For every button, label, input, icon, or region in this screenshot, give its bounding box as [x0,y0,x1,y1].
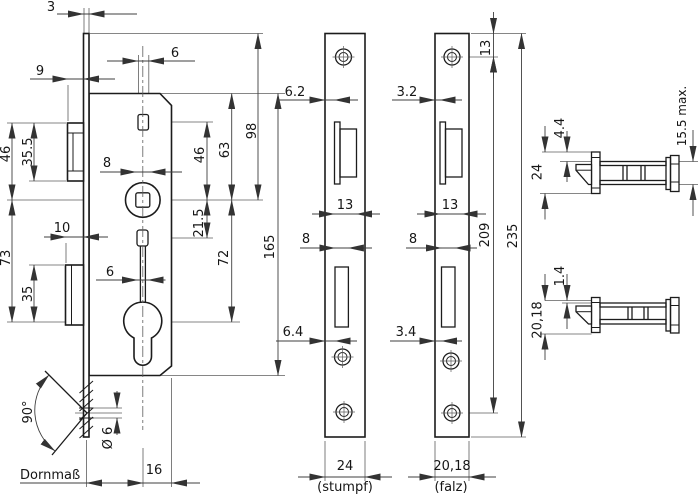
dim-plate-width: 24 [337,459,354,474]
screw-hole [331,346,354,368]
dim-edge-to-slot: 3.4 [396,325,417,340]
dim-hole-diameter: Ø 6 [101,427,116,450]
lever-swing [34,370,88,456]
faceplate-section [590,151,601,195]
dim-plate-length: 235 [506,224,521,249]
dim-lip: 1.4 [553,266,568,287]
latch-bolt-detail-bottom: 1.4 20,18 [531,266,680,360]
dim-height: 24 [531,164,546,181]
dim-latch-height: 35.5 [21,138,36,167]
latch-body [599,296,680,334]
latch-opening [333,121,358,185]
screw-hole [441,46,463,68]
dim-edge-to-latch: 6.2 [285,85,306,100]
screw-hole [441,402,463,424]
latch-bolt [66,122,85,182]
dim-latchhub-to-spindle: 46 [193,147,208,164]
latch-head [575,163,593,186]
falz-caption: (falz) [434,480,467,494]
dim-lip: 4.4 [553,118,568,139]
dim-edge-to-latch: 3.2 [397,85,418,100]
dim-case-height: 165 [263,235,278,260]
screw-hole [332,46,355,68]
dimension-lines [390,12,525,481]
dim-spindle-to-pin: 21.5 [192,209,207,238]
deadbolt [64,264,85,326]
dim-hole-spacing: 209 [478,223,493,248]
dim-latch-projection: 9 [36,64,44,79]
latch-head [575,305,593,325]
backset-label: Dornmaß [20,468,80,483]
faceplate [82,32,90,438]
latch-opening [439,121,463,185]
dim-deadbolt-height: 35 [21,286,36,303]
deadbolt-slot [440,266,456,328]
dim-slot-width: 8 [302,232,310,247]
strike-plate-stumpf-view: 6.2 13 8 6.4 24 (stumpf) [276,32,392,494]
dim-spindle-square: 8 [103,156,111,171]
dim-height: 20,18 [531,301,546,338]
reference-lines [540,151,698,194]
dim-platetop-to-spindle: 98 [245,123,260,140]
screw-hole [333,401,355,423]
dim-projection: 15.5 max. [675,86,689,147]
dim-spindle-to-cylinder: 73 [0,250,14,267]
latch-follower-square [137,113,150,131]
dim-top-to-hole: 13 [479,40,494,57]
section-hatch [79,380,94,439]
dim-latch-width: 13 [442,198,459,213]
dim-pin-hole-width: 6 [106,265,114,280]
dim-plate-width: 20,18 [433,459,470,474]
dimension-lines [541,274,571,360]
dim-center-to-rear: 16 [146,463,163,478]
dim-deadbolt-throw: 10 [54,221,71,236]
dim-latch-to-spindle: 46 [0,146,14,163]
stumpf-caption: (stumpf) [317,480,373,494]
dim-swing-angle: 90° [21,400,36,423]
latch-body [599,154,680,193]
dim-edge-to-slot: 6.4 [283,325,304,340]
dim-faceplate-thickness: 3 [47,0,55,15]
falz-plate-outline [434,32,470,438]
latch-bolt-detail-top: 24 4.4 15.5 max. [531,86,698,220]
dimension-lines [541,126,697,220]
dim-spindle-to-cyl-right: 72 [217,250,232,267]
dim-latch-width: 13 [337,198,354,213]
deadbolt-slot [334,266,350,328]
dim-follower-slot-width: 6 [171,46,179,61]
dimension-lines [8,10,282,487]
mortise-lock-front-view: 3 9 6 8 6 10 46 35.5 73 35 46 21.5 63 72… [0,0,285,487]
dim-slot-width: 8 [409,232,417,247]
stumpf-plate-outline [324,32,366,438]
screw-hole [440,350,462,372]
strike-plate-falz-view: 13 3.2 13 8 3.4 209 235 20,18 (falz) [390,12,526,494]
dimension-lines [276,96,392,481]
dim-casetop-to-spindle: 63 [218,142,233,159]
